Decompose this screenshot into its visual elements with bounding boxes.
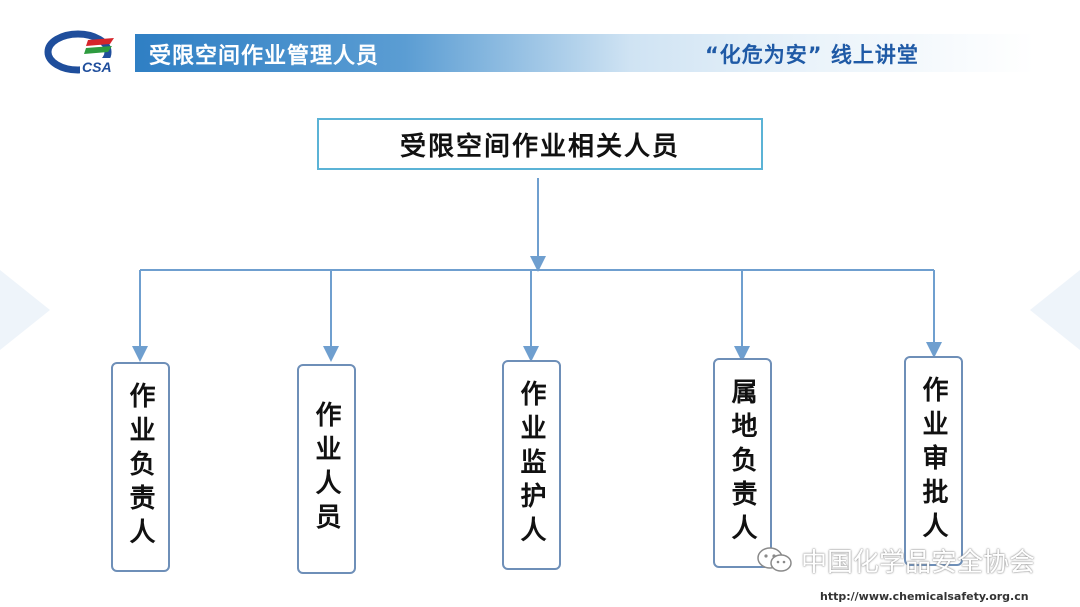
logo-text: CSA xyxy=(82,59,112,75)
node-supervisor: 作业监护人 xyxy=(502,360,561,570)
site-url: http://www.chemicalsafety.org.cn xyxy=(820,590,1029,603)
right-decoration-shape xyxy=(1030,270,1080,350)
node-approver: 作业审批人 xyxy=(904,356,963,566)
node-work-leader: 作业负责人 xyxy=(111,362,170,572)
csa-logo-icon: CSA xyxy=(44,30,114,75)
node-workers: 作业人员 xyxy=(297,364,356,574)
wechat-icon xyxy=(757,547,792,572)
watermark-text: 中国化学品安全协会 xyxy=(801,547,1036,578)
node-area-leader: 属地负责人 xyxy=(713,358,772,568)
root-node: 受限空间作业相关人员 xyxy=(317,118,763,170)
left-decoration-shape xyxy=(0,270,50,350)
page-title: 受限空间作业管理人员 xyxy=(149,44,380,69)
header-slogan: “化危为安” 线上讲堂 xyxy=(705,43,919,67)
header-bar: 受限空间作业管理人员 “化危为安” 线上讲堂 xyxy=(135,34,1035,72)
watermark: 中国化学品安全协会 xyxy=(755,543,1036,578)
